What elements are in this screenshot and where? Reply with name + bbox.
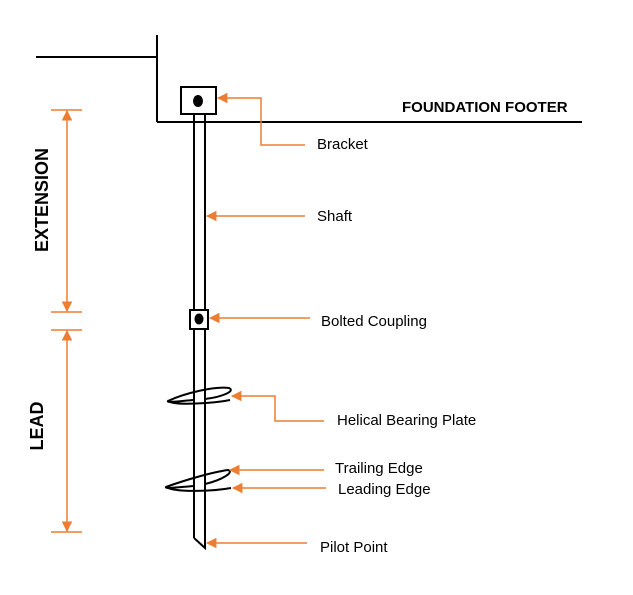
lead-label: LEAD	[27, 402, 47, 451]
helical-bearing-plate-label: Helical Bearing Plate	[337, 412, 476, 429]
extension-label: EXTENSION	[32, 148, 52, 252]
pilot-point-tip	[193, 537, 206, 551]
bolted-coupling-label: Bolted Coupling	[321, 313, 427, 330]
helix-plate-upper	[166, 386, 232, 405]
shaft-label: Shaft	[317, 208, 353, 225]
foundation-outline	[36, 35, 582, 123]
coupling-shape	[189, 309, 209, 330]
extension-dimension	[51, 109, 82, 313]
bracket-shape	[180, 86, 217, 115]
trailing-edge-label: Trailing Edge	[335, 460, 423, 477]
bracket-label: Bracket	[317, 136, 369, 153]
helix-plate-lower	[164, 468, 232, 492]
helical-plate-callout	[230, 390, 324, 422]
lead-dimension	[51, 329, 82, 533]
foundation-footer-label: FOUNDATION FOOTER	[402, 99, 568, 116]
pilot-point-label: Pilot Point	[320, 539, 388, 556]
leading-edge-label: Leading Edge	[338, 481, 431, 498]
bracket-callout	[216, 92, 305, 146]
